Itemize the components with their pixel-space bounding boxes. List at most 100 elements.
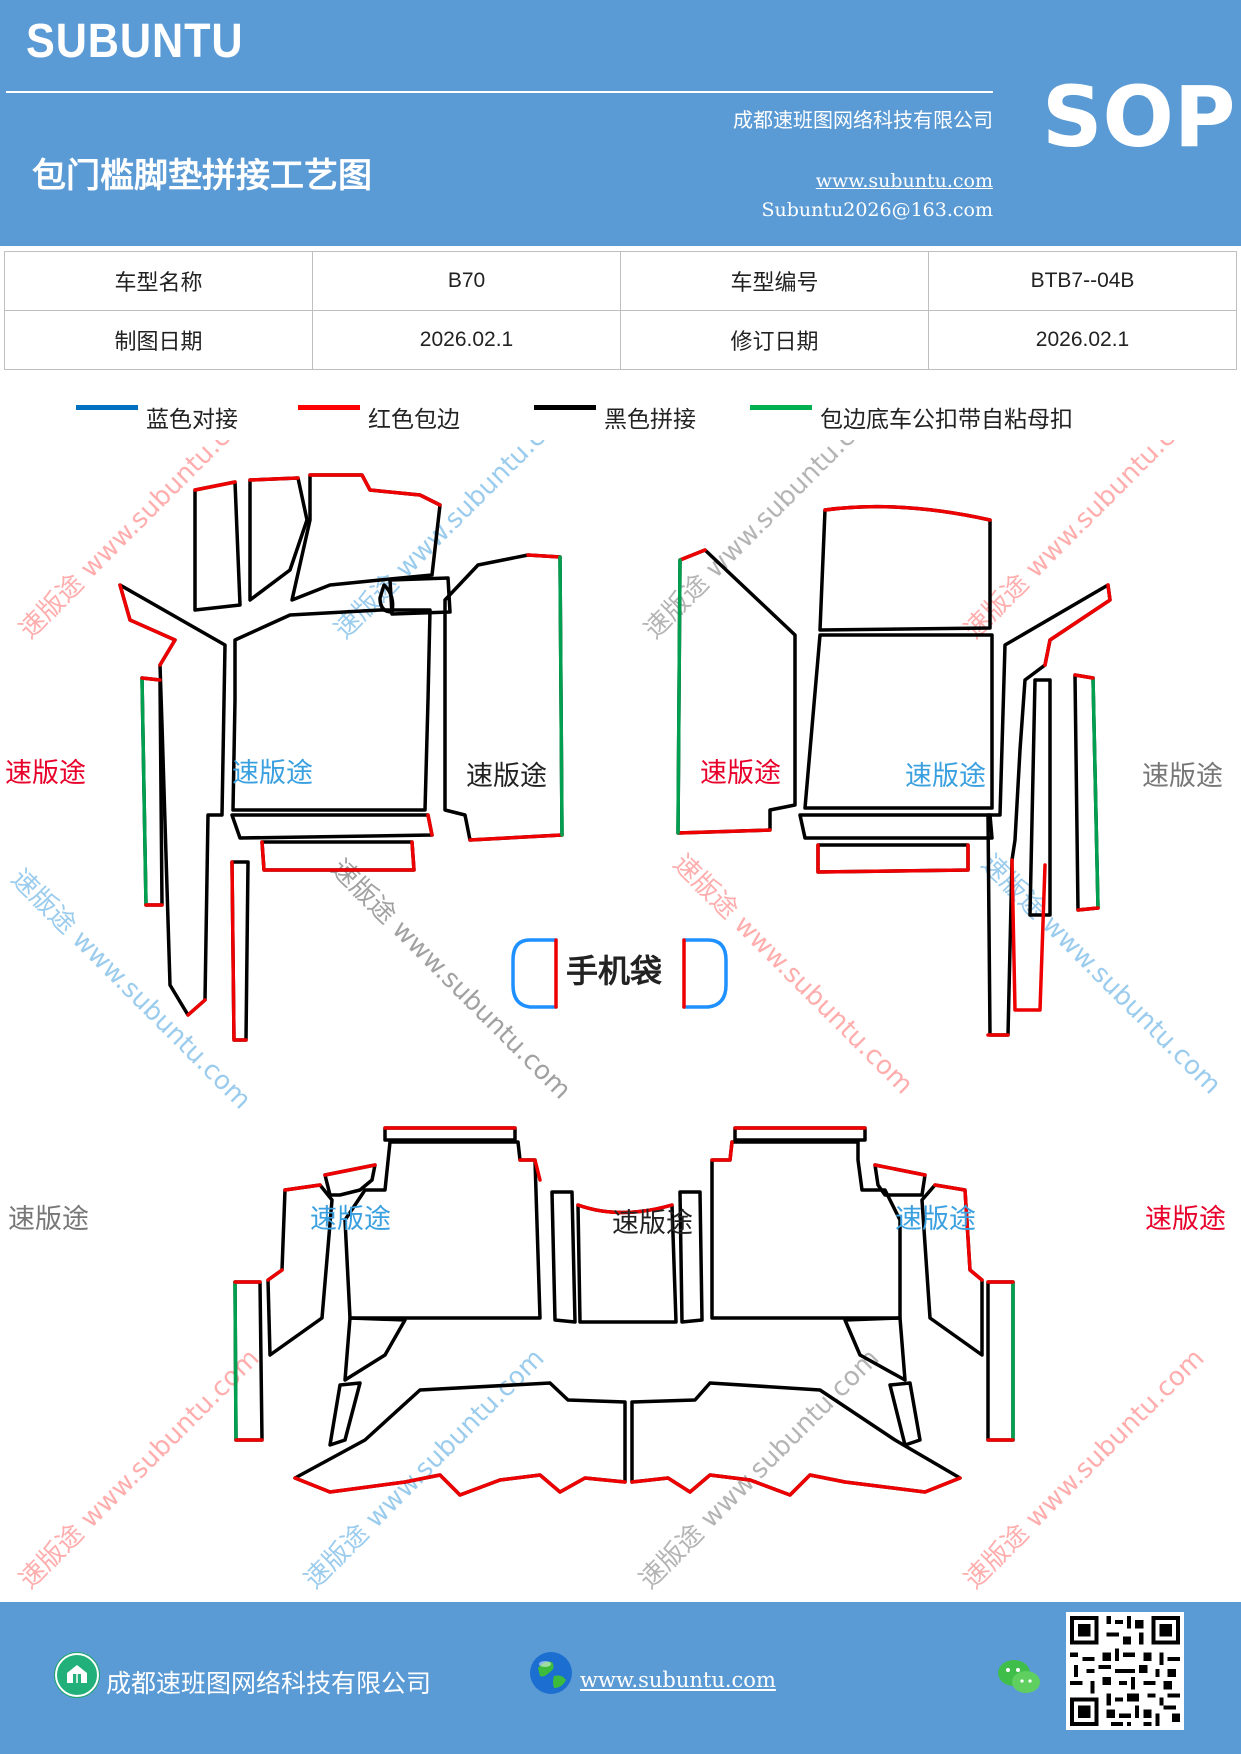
- front-left-mat-group: [118, 473, 564, 1042]
- mat-edge-red: [233, 1280, 264, 1442]
- brand-label: 速版途: [466, 761, 547, 792]
- mat-edge-red: [186, 998, 207, 1017]
- watermark: 速版途 www.subuntu.com: [14, 440, 266, 645]
- footer-company-name: 成都速班图网络科技有限公司: [106, 1669, 432, 1698]
- draw-date-value: 2026.02.1: [312, 310, 621, 370]
- legend: 蓝色对接 红色包边 黑色拼接 包边底车公扣带自粘母扣: [0, 400, 1241, 440]
- brand-label-layer: 速版途 速版途 速版途 速版途 速版途 速版途 速版途 速版途 速版途 速版途 …: [5, 758, 1226, 1239]
- mat-edge-red: [1043, 583, 1112, 667]
- mat-piece: [888, 1381, 922, 1447]
- mat-edge-red: [933, 1183, 984, 1282]
- model-code-label: 车型编号: [620, 251, 929, 311]
- page-title: 包门槛脚垫拼接工艺图: [32, 156, 372, 196]
- watermark: 速版途 www.subuntu.com: [639, 440, 891, 645]
- legend-item-green: 包边底车公扣带自粘母扣: [750, 400, 1073, 434]
- company-name: 成都速班图网络科技有限公司: [733, 108, 993, 132]
- legend-label: 包边底车公扣带自粘母扣: [820, 407, 1073, 433]
- wechat-icon[interactable]: [996, 1656, 1042, 1698]
- globe-icon: [528, 1650, 574, 1696]
- model-name-label: 车型名称: [4, 251, 313, 311]
- legend-swatch: [76, 404, 138, 410]
- sop-label: SOP: [1042, 68, 1236, 166]
- mat-edge-red: [308, 473, 442, 507]
- mat-edge-red: [118, 583, 177, 667]
- company-icon: [54, 1652, 100, 1698]
- brand-label: 速版途: [905, 761, 986, 792]
- phone-bag-right: [682, 938, 728, 1009]
- brand-label: 速版途: [5, 758, 86, 789]
- email-address: Subuntu2026@163.com: [761, 199, 993, 221]
- mat-edge-red: [293, 1473, 627, 1497]
- qr-code-image: [1066, 1612, 1184, 1730]
- mat-edge-green: [140, 676, 148, 907]
- mat-piece: [248, 476, 309, 602]
- mat-edge-green: [676, 558, 682, 835]
- brand-label: 速版途: [310, 1204, 391, 1235]
- revision-date-label: 修订日期: [620, 310, 929, 370]
- mat-edge-red: [468, 553, 564, 842]
- mat-piece: [1028, 678, 1052, 917]
- phone-bag-left: [511, 938, 558, 1009]
- mat-edge-red: [1073, 673, 1100, 912]
- website-link[interactable]: www.subuntu.com: [815, 170, 993, 192]
- legend-swatch: [534, 404, 596, 410]
- mat-edge-green: [558, 555, 564, 837]
- legend-label: 蓝色对接: [146, 407, 238, 433]
- model-code-value: BTB7--04B: [928, 251, 1237, 311]
- mat-piece: [378, 583, 395, 614]
- mat-edge-red: [986, 1280, 1015, 1442]
- mat-piece: [231, 608, 432, 812]
- brand-label: 速版途: [232, 758, 313, 789]
- phone-bag-label: 手机袋: [566, 952, 662, 990]
- watermark-layer: 速版途 www.subuntu.com 速版途 www.subuntu.com …: [5, 440, 1227, 1595]
- mat-piece: [328, 1381, 362, 1447]
- mat-edge-red: [193, 480, 237, 492]
- footer-website-link[interactable]: www.subuntu.com: [580, 1668, 776, 1692]
- brand-label: 速版途: [8, 1204, 89, 1235]
- watermark: 速版途 www.subuntu.com: [325, 854, 577, 1106]
- mat-piece: [816, 843, 970, 874]
- mat-piece: [986, 1280, 1015, 1442]
- mat-piece: [118, 583, 227, 1017]
- mat-piece: [798, 813, 994, 840]
- watermark: 速版途 www.subuntu.com: [329, 440, 581, 645]
- brand-label: 速版途: [895, 1204, 976, 1235]
- mat-piece: [230, 813, 434, 840]
- legend-swatch: [750, 404, 812, 410]
- mat-edge-red: [823, 504, 992, 522]
- brand-label: 速版途: [612, 1208, 693, 1239]
- mat-edge-red: [323, 1163, 377, 1177]
- mat-edge-red: [230, 860, 248, 1042]
- mat-edge-red: [140, 676, 164, 907]
- legend-swatch: [298, 404, 360, 410]
- watermark: 速版途 www.subuntu.com: [959, 1343, 1211, 1595]
- legend-label: 红色包边: [368, 407, 460, 433]
- mat-edge-red: [248, 476, 300, 482]
- floor-mat-diagram: 速版途 www.subuntu.com 速版途 www.subuntu.com …: [5, 440, 1227, 1595]
- revision-date-value: 2026.02.1: [928, 310, 1237, 370]
- header-divider: [6, 91, 993, 93]
- mat-edge-red: [426, 813, 434, 837]
- mat-edge-red: [676, 548, 772, 835]
- mat-edge-green: [233, 1280, 238, 1442]
- brand-label: 速版途: [1142, 761, 1223, 792]
- mat-edge-red: [816, 843, 970, 874]
- model-name-value: B70: [312, 251, 621, 311]
- mat-piece: [343, 1316, 407, 1382]
- legend-item-black: 黑色拼接: [534, 400, 696, 434]
- brand-label: 速版途: [700, 758, 781, 789]
- mat-piece: [193, 480, 242, 612]
- mat-piece: [678, 1190, 704, 1324]
- legend-item-blue: 蓝色对接: [76, 400, 238, 434]
- mat-edge-red: [873, 1163, 927, 1177]
- header-banner: SUBUNTU SOP 成都速班图网络科技有限公司 包门槛脚垫拼接工艺图 www…: [0, 0, 1241, 246]
- mat-piece: [383, 1126, 517, 1142]
- mat-piece: [343, 1140, 542, 1320]
- mat-piece: [733, 1126, 867, 1142]
- mat-edge-red: [266, 1183, 322, 1282]
- watermark: 速版途 www.subuntu.com: [5, 864, 257, 1116]
- rear-mat-group: [233, 1126, 1015, 1497]
- draw-date-label: 制图日期: [4, 310, 313, 370]
- table-row: 车型名称 B70 车型编号 BTB7--04B: [4, 251, 1237, 311]
- footer-banner: 成都速班图网络科技有限公司 www.subuntu.com: [0, 1602, 1241, 1754]
